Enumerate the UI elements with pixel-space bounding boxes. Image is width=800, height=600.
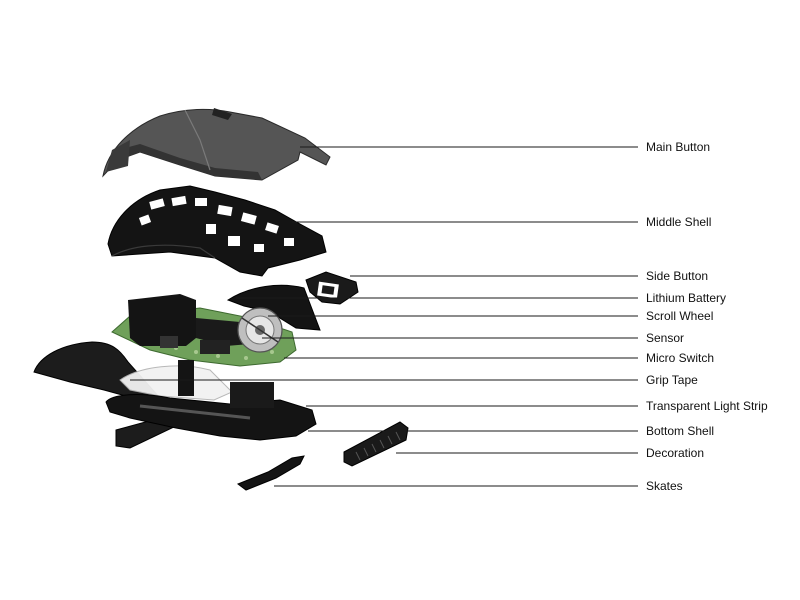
main-button-part [102,108,331,181]
transparent-light-strip-label: Transparent Light Strip [646,399,768,413]
side-button-label: Side Button [646,269,708,283]
decoration-part [343,421,409,467]
scroll-wheel-label: Scroll Wheel [646,309,713,323]
bottom-shell-label: Bottom Shell [646,424,714,438]
main-button-label: Main Button [646,140,710,154]
sensor-label: Sensor [646,331,684,345]
middle-shell-label: Middle Shell [646,215,711,229]
scroll-wheel-part [237,307,283,353]
skates-label: Skates [646,479,683,493]
grip-tape-label: Grip Tape [646,373,698,387]
bottom-shell-part [105,360,317,441]
skates-part [236,455,305,491]
lithium-battery-label: Lithium Battery [646,291,726,305]
decoration-label: Decoration [646,446,704,460]
middle-shell-part [107,185,327,277]
lithium-battery-part [226,284,321,331]
side-button-part [305,271,359,305]
micro-switch-label: Micro Switch [646,351,714,365]
